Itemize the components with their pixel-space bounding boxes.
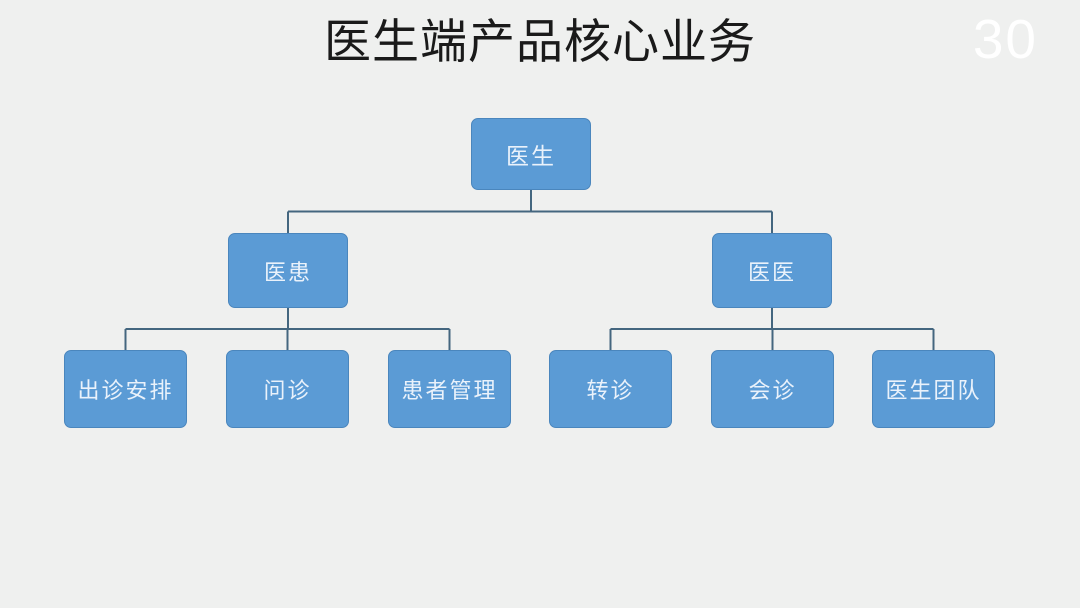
org-node-label: 医患 — [263, 259, 312, 285]
org-node-label: 转诊 — [586, 378, 635, 403]
org-node-label: 医生团队 — [885, 378, 982, 403]
org-node-ccap[interactable]: 出诊安排 — [64, 350, 187, 428]
org-node-hzgl[interactable]: 患者管理 — [388, 350, 511, 428]
org-node-label: 会诊 — [748, 378, 797, 403]
slide-page-number: 30 — [972, 8, 1038, 70]
org-node-wz[interactable]: 问诊 — [226, 350, 349, 428]
org-node-label: 问诊 — [263, 378, 312, 403]
page-title: 医生端产品核心业务 — [324, 15, 756, 68]
org-node-zz[interactable]: 转诊 — [549, 350, 672, 428]
org-node-hz[interactable]: 会诊 — [711, 350, 834, 428]
org-node-label: 出诊安排 — [77, 378, 174, 403]
org-node-label: 患者管理 — [401, 378, 498, 403]
org-node-label: 医生 — [506, 143, 556, 169]
org-node-ystd[interactable]: 医生团队 — [872, 350, 995, 428]
org-node-yy[interactable]: 医医 — [712, 233, 832, 308]
org-node-yh[interactable]: 医患 — [228, 233, 348, 308]
org-node-label: 医医 — [747, 259, 796, 285]
org-node-root[interactable]: 医生 — [471, 118, 591, 190]
